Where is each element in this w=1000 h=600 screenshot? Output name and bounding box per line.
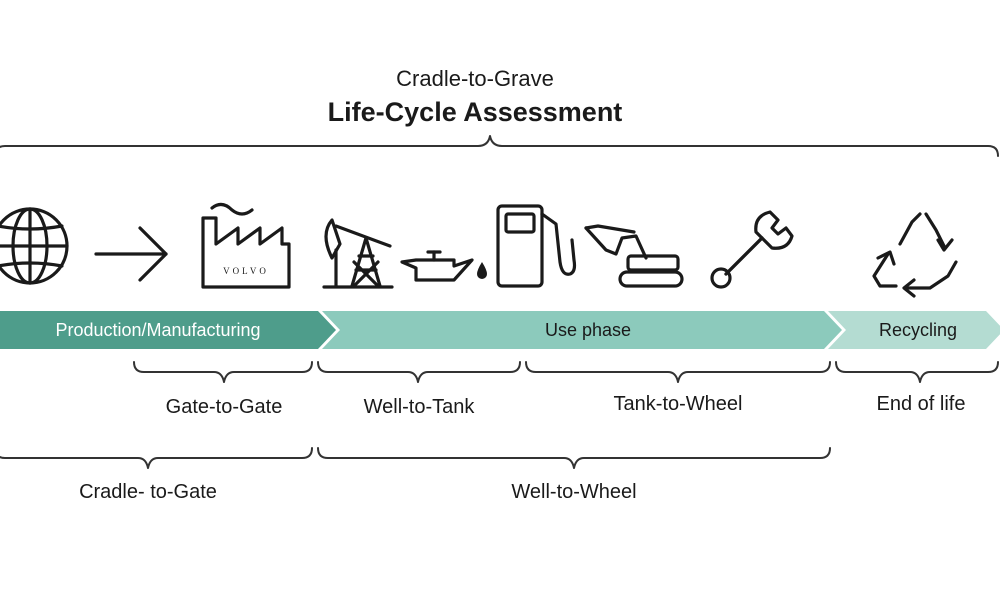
globe-icon xyxy=(0,207,69,285)
cradle-to-gate-label: Cradle- to-Gate xyxy=(79,481,217,503)
oil-can-icon xyxy=(400,250,487,282)
well-to-wheel-label: Well-to-Wheel xyxy=(511,481,636,503)
end-of-life-label: End of life xyxy=(877,393,966,415)
factory-logo-text: VOLVO xyxy=(223,266,269,276)
tank-to-wheel-brace xyxy=(525,361,831,383)
wrench-icon xyxy=(710,210,794,289)
recycling-phase-band xyxy=(828,311,1000,349)
oil-pump-icon xyxy=(322,218,394,289)
well-to-tank-label: Well-to-Tank xyxy=(364,396,476,418)
end-of-life-brace xyxy=(835,361,999,383)
production-phase-band xyxy=(0,311,336,349)
tank-to-wheel-label: Tank-to-Wheel xyxy=(614,393,743,415)
use-phase-label: Use phase xyxy=(545,320,631,340)
factory-icon: VOLVO xyxy=(201,202,291,289)
well-to-wheel-brace xyxy=(317,447,831,469)
excavator-icon xyxy=(584,224,684,288)
well-to-tank-brace xyxy=(317,361,521,383)
recycling-phase-label: Recycling xyxy=(879,320,957,340)
recycle-icon xyxy=(872,212,958,298)
gate-to-gate-brace xyxy=(133,361,313,383)
fuel-pump-icon xyxy=(496,204,577,288)
subtitle: Cradle-to-Grave xyxy=(396,66,554,91)
cradle-to-gate-brace xyxy=(0,447,313,469)
use-phase-band xyxy=(322,311,842,349)
production-phase-label: Production/Manufacturing xyxy=(55,320,260,340)
arrow-right-icon xyxy=(94,226,168,282)
cradle-to-grave-brace xyxy=(0,135,999,157)
page-title: Life-Cycle Assessment xyxy=(328,97,623,127)
gate-to-gate-label: Gate-to-Gate xyxy=(166,396,283,418)
